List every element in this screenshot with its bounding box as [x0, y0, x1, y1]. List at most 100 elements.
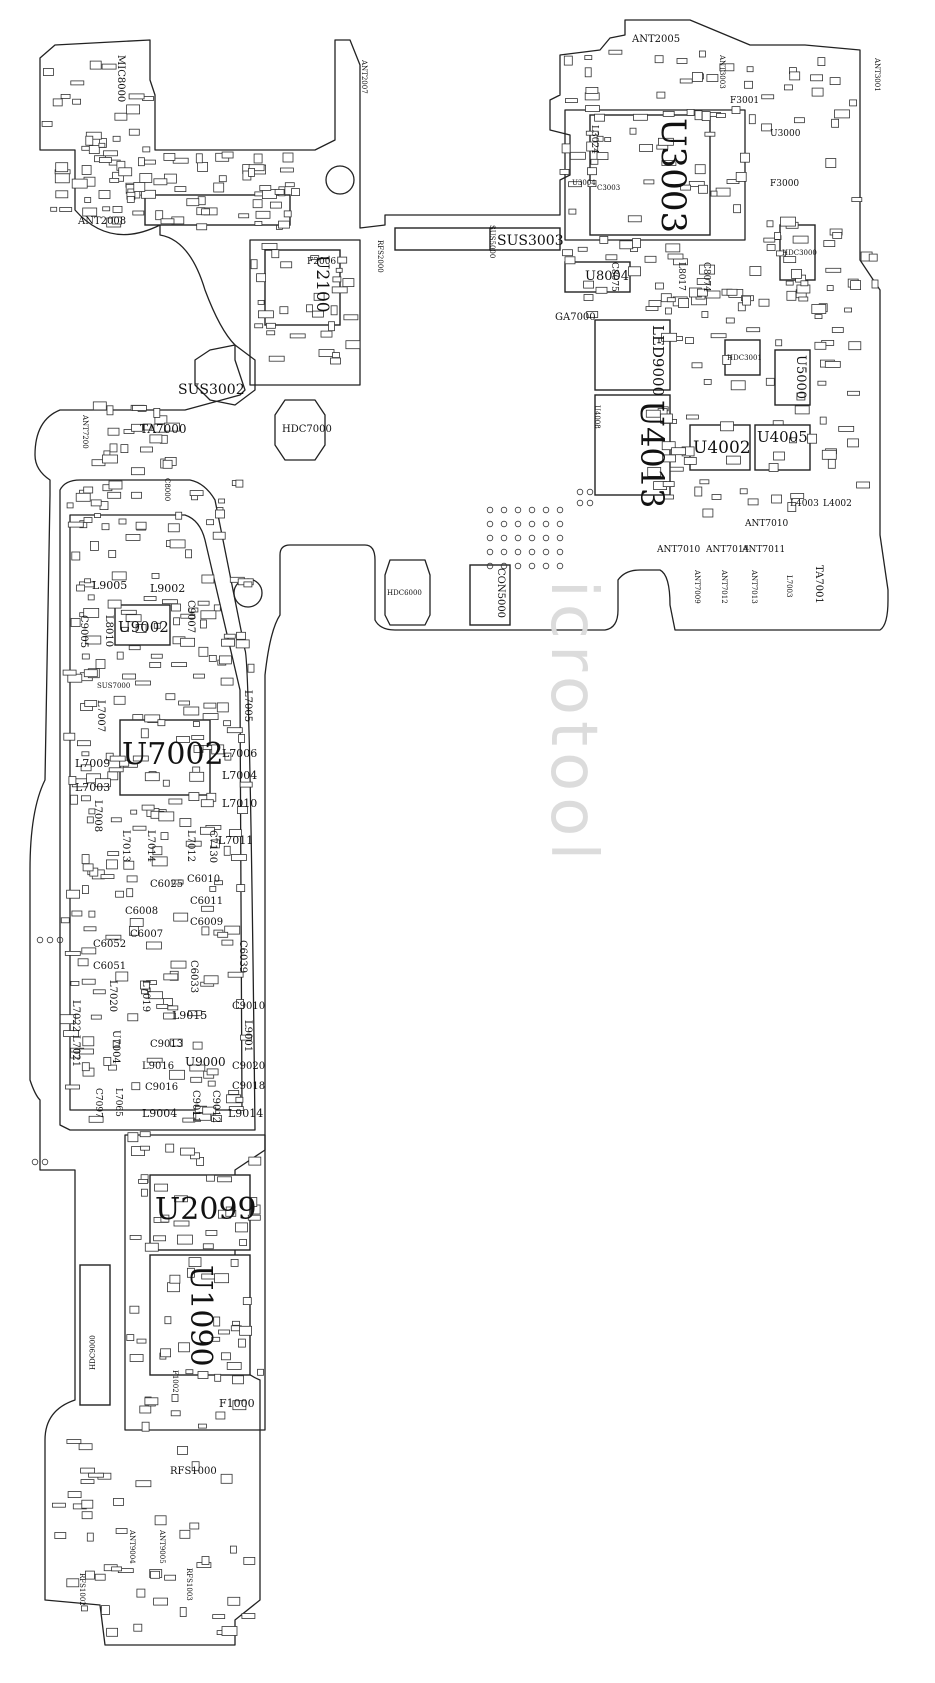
component-pad	[187, 1010, 202, 1017]
component-pad	[696, 278, 710, 285]
component-pad	[585, 105, 600, 112]
component-pad	[711, 494, 722, 500]
component-pad	[108, 1064, 117, 1071]
component-pad	[92, 401, 107, 411]
component-pad	[136, 1338, 147, 1344]
component-pad	[189, 771, 205, 782]
component-pad	[230, 854, 247, 861]
component-pad	[218, 655, 232, 665]
component-pad	[821, 449, 837, 460]
component-pad	[679, 78, 693, 84]
label-f3000: F3000	[770, 179, 800, 189]
component-pad	[122, 673, 136, 680]
component-pad	[123, 860, 135, 870]
label-u4008: U4008	[593, 405, 601, 429]
component-pad	[82, 207, 98, 217]
component-pad	[81, 978, 96, 985]
component-pad	[76, 584, 85, 592]
via-hole	[542, 506, 550, 514]
component-pad	[228, 829, 242, 837]
component-pad	[787, 502, 797, 512]
component-pad	[825, 267, 842, 273]
component-pad	[215, 509, 225, 519]
component-pad	[80, 1467, 95, 1474]
component-pad	[81, 1062, 90, 1072]
component-pad	[52, 98, 63, 107]
label-ant3001: ANT3001	[873, 58, 881, 92]
component-pad	[94, 513, 101, 518]
chip-label-led9000: LED9000	[649, 325, 667, 397]
component-pad	[206, 1068, 219, 1076]
component-pad	[157, 719, 166, 727]
label-c9016: C9016	[145, 1082, 179, 1093]
component-pad	[663, 494, 674, 500]
via-hole	[486, 534, 494, 542]
component-pad	[643, 179, 655, 185]
component-pad	[584, 55, 593, 60]
component-pad	[232, 1400, 247, 1411]
component-pad	[190, 1076, 203, 1083]
component-pad	[256, 273, 267, 283]
component-pad	[686, 414, 699, 420]
label-f1000: F1000	[219, 1397, 255, 1410]
component-pad	[228, 1106, 244, 1111]
component-pad	[115, 1528, 128, 1534]
component-pad	[81, 1499, 94, 1509]
board-outer-edge	[29, 19, 889, 1646]
component-pad	[95, 659, 106, 669]
component-pad	[112, 135, 121, 142]
component-pad	[160, 832, 169, 840]
label-hdc9000: HDC9000	[89, 1335, 97, 1370]
label-c9012: C9012	[210, 1090, 221, 1124]
component-pad	[165, 1143, 175, 1153]
component-pad	[78, 1443, 93, 1451]
component-pad	[128, 93, 145, 100]
component-pad	[146, 1057, 163, 1063]
component-pad	[88, 145, 100, 155]
label-l4002: L4002	[823, 499, 852, 509]
component-pad	[868, 253, 878, 262]
component-pad	[131, 405, 147, 411]
component-pad	[226, 727, 243, 734]
via-hole	[528, 534, 536, 542]
component-pad	[92, 989, 106, 995]
component-pad	[213, 1316, 221, 1327]
component-pad	[699, 479, 710, 485]
component-pad	[223, 845, 231, 856]
component-pad	[144, 772, 160, 782]
label-l9014: L9014	[228, 1107, 264, 1120]
component-pad	[201, 905, 214, 912]
component-pad	[201, 208, 211, 216]
component-pad	[214, 880, 223, 886]
component-pad	[111, 571, 127, 581]
component-pad	[306, 304, 313, 313]
component-pad	[671, 447, 686, 456]
component-pad	[235, 1096, 244, 1103]
chip-label-u1090: U1090	[183, 1265, 218, 1367]
component-pad	[156, 1004, 169, 1009]
shield-upper-left	[59, 479, 256, 1131]
component-pad	[236, 631, 246, 640]
via-hole	[528, 562, 536, 570]
component-pad	[220, 677, 234, 686]
component-pad	[153, 622, 161, 629]
component-pad	[70, 794, 78, 805]
component-pad	[238, 213, 250, 219]
component-pad	[188, 792, 200, 801]
component-pad	[784, 84, 793, 91]
component-pad	[261, 189, 277, 200]
via-hole	[514, 548, 522, 556]
component-pad	[86, 773, 101, 784]
component-pad	[133, 182, 146, 192]
component-pad	[182, 1117, 196, 1123]
component-pad	[794, 117, 805, 124]
component-pad	[564, 256, 576, 265]
component-pad	[834, 109, 850, 119]
via-hole	[542, 548, 550, 556]
component-pad	[342, 278, 355, 288]
component-pad	[232, 1375, 244, 1385]
component-pad	[81, 653, 90, 660]
label-l9001: L9001	[242, 1020, 253, 1053]
component-pad	[179, 1529, 191, 1539]
component-pad	[90, 541, 99, 551]
